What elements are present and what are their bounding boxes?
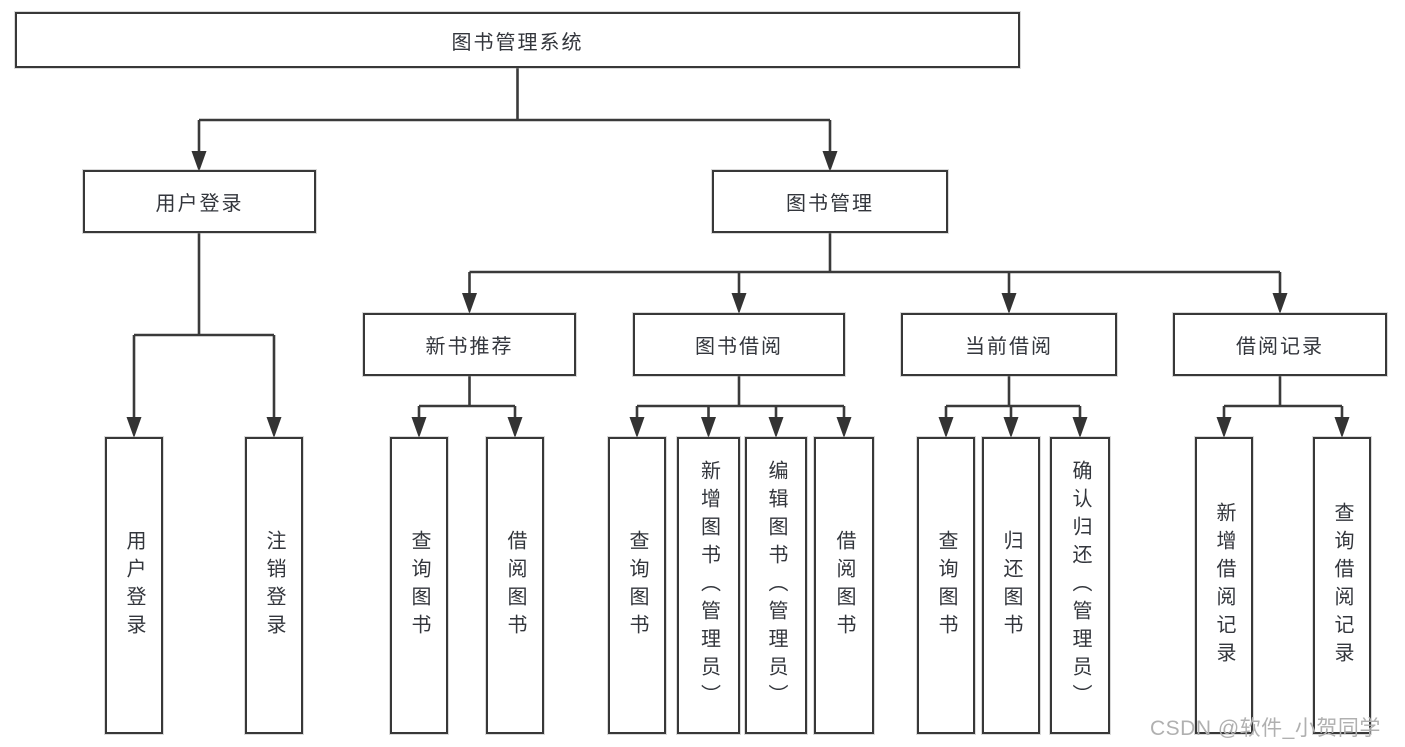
arrowhead [1334, 417, 1350, 438]
leaf-label: 借阅图书 [833, 529, 855, 642]
arrowhead [191, 151, 207, 172]
arrowhead [1003, 417, 1019, 438]
leaf-query-book-borrow: 查询图书 [608, 437, 666, 734]
arrowhead [1272, 293, 1288, 314]
node-book-borrow: 图书借阅 [633, 313, 845, 376]
csdn-watermark: CSDN @软件_小贺同学 [1150, 717, 1381, 740]
leaf-label: 查询图书 [935, 529, 957, 642]
leaf-label: 用户登录 [123, 529, 145, 642]
leaf-confirm-return-admin: 确认归还（管理员） [1050, 437, 1110, 734]
arrowhead [938, 417, 954, 438]
arrowhead [507, 417, 523, 438]
leaf-edit-book-admin: 编辑图书（管理员） [745, 437, 807, 734]
leaf-add-book-admin: 新增图书（管理员） [677, 437, 740, 734]
leaf-label: 查询图书 [626, 529, 648, 642]
node-root-system: 图书管理系统 [15, 12, 1020, 68]
arrowhead [822, 151, 838, 172]
leaf-query-book-recommend: 查询图书 [390, 437, 448, 734]
leaf-label: 查询借阅记录 [1331, 501, 1353, 670]
leaf-return-book: 归还图书 [982, 437, 1040, 734]
node-new-book-recommend: 新书推荐 [363, 313, 576, 376]
leaf-label: 新增图书（管理员） [697, 459, 720, 712]
leaf-label: 归还图书 [1000, 529, 1022, 642]
arrowhead [731, 293, 747, 314]
leaf-borrow-book-recommend: 借阅图书 [486, 437, 544, 734]
leaf-label: 编辑图书（管理员） [765, 459, 787, 712]
arrowhead [266, 417, 282, 438]
leaf-borrow-book: 借阅图书 [814, 437, 874, 734]
arrowhead [126, 417, 142, 438]
leaf-label: 新增借阅记录 [1213, 501, 1235, 670]
leaf-add-borrow-record: 新增借阅记录 [1195, 437, 1253, 734]
node-book-management: 图书管理 [712, 170, 948, 233]
arrowhead [768, 417, 784, 438]
node-current-borrow: 当前借阅 [901, 313, 1117, 376]
arrowhead [629, 417, 645, 438]
arrowhead [1001, 293, 1017, 314]
node-user-login: 用户登录 [83, 170, 316, 233]
leaf-label: 查询图书 [408, 529, 430, 642]
arrowhead [1072, 417, 1088, 438]
leaf-query-borrow-record: 查询借阅记录 [1313, 437, 1371, 734]
leaf-label: 借阅图书 [504, 529, 526, 642]
leaf-logout-login: 注销登录 [245, 437, 303, 734]
arrowhead [411, 417, 427, 438]
arrowhead [836, 417, 852, 438]
leaf-label: 注销登录 [263, 529, 285, 642]
arrowhead [462, 293, 477, 314]
node-borrow-records: 借阅记录 [1173, 313, 1387, 376]
leaf-label: 确认归还（管理员） [1069, 459, 1091, 712]
leaf-query-book-current: 查询图书 [917, 437, 975, 734]
arrowhead [1216, 417, 1232, 438]
leaf-user-login: 用户登录 [105, 437, 163, 734]
arrowhead [701, 417, 716, 438]
